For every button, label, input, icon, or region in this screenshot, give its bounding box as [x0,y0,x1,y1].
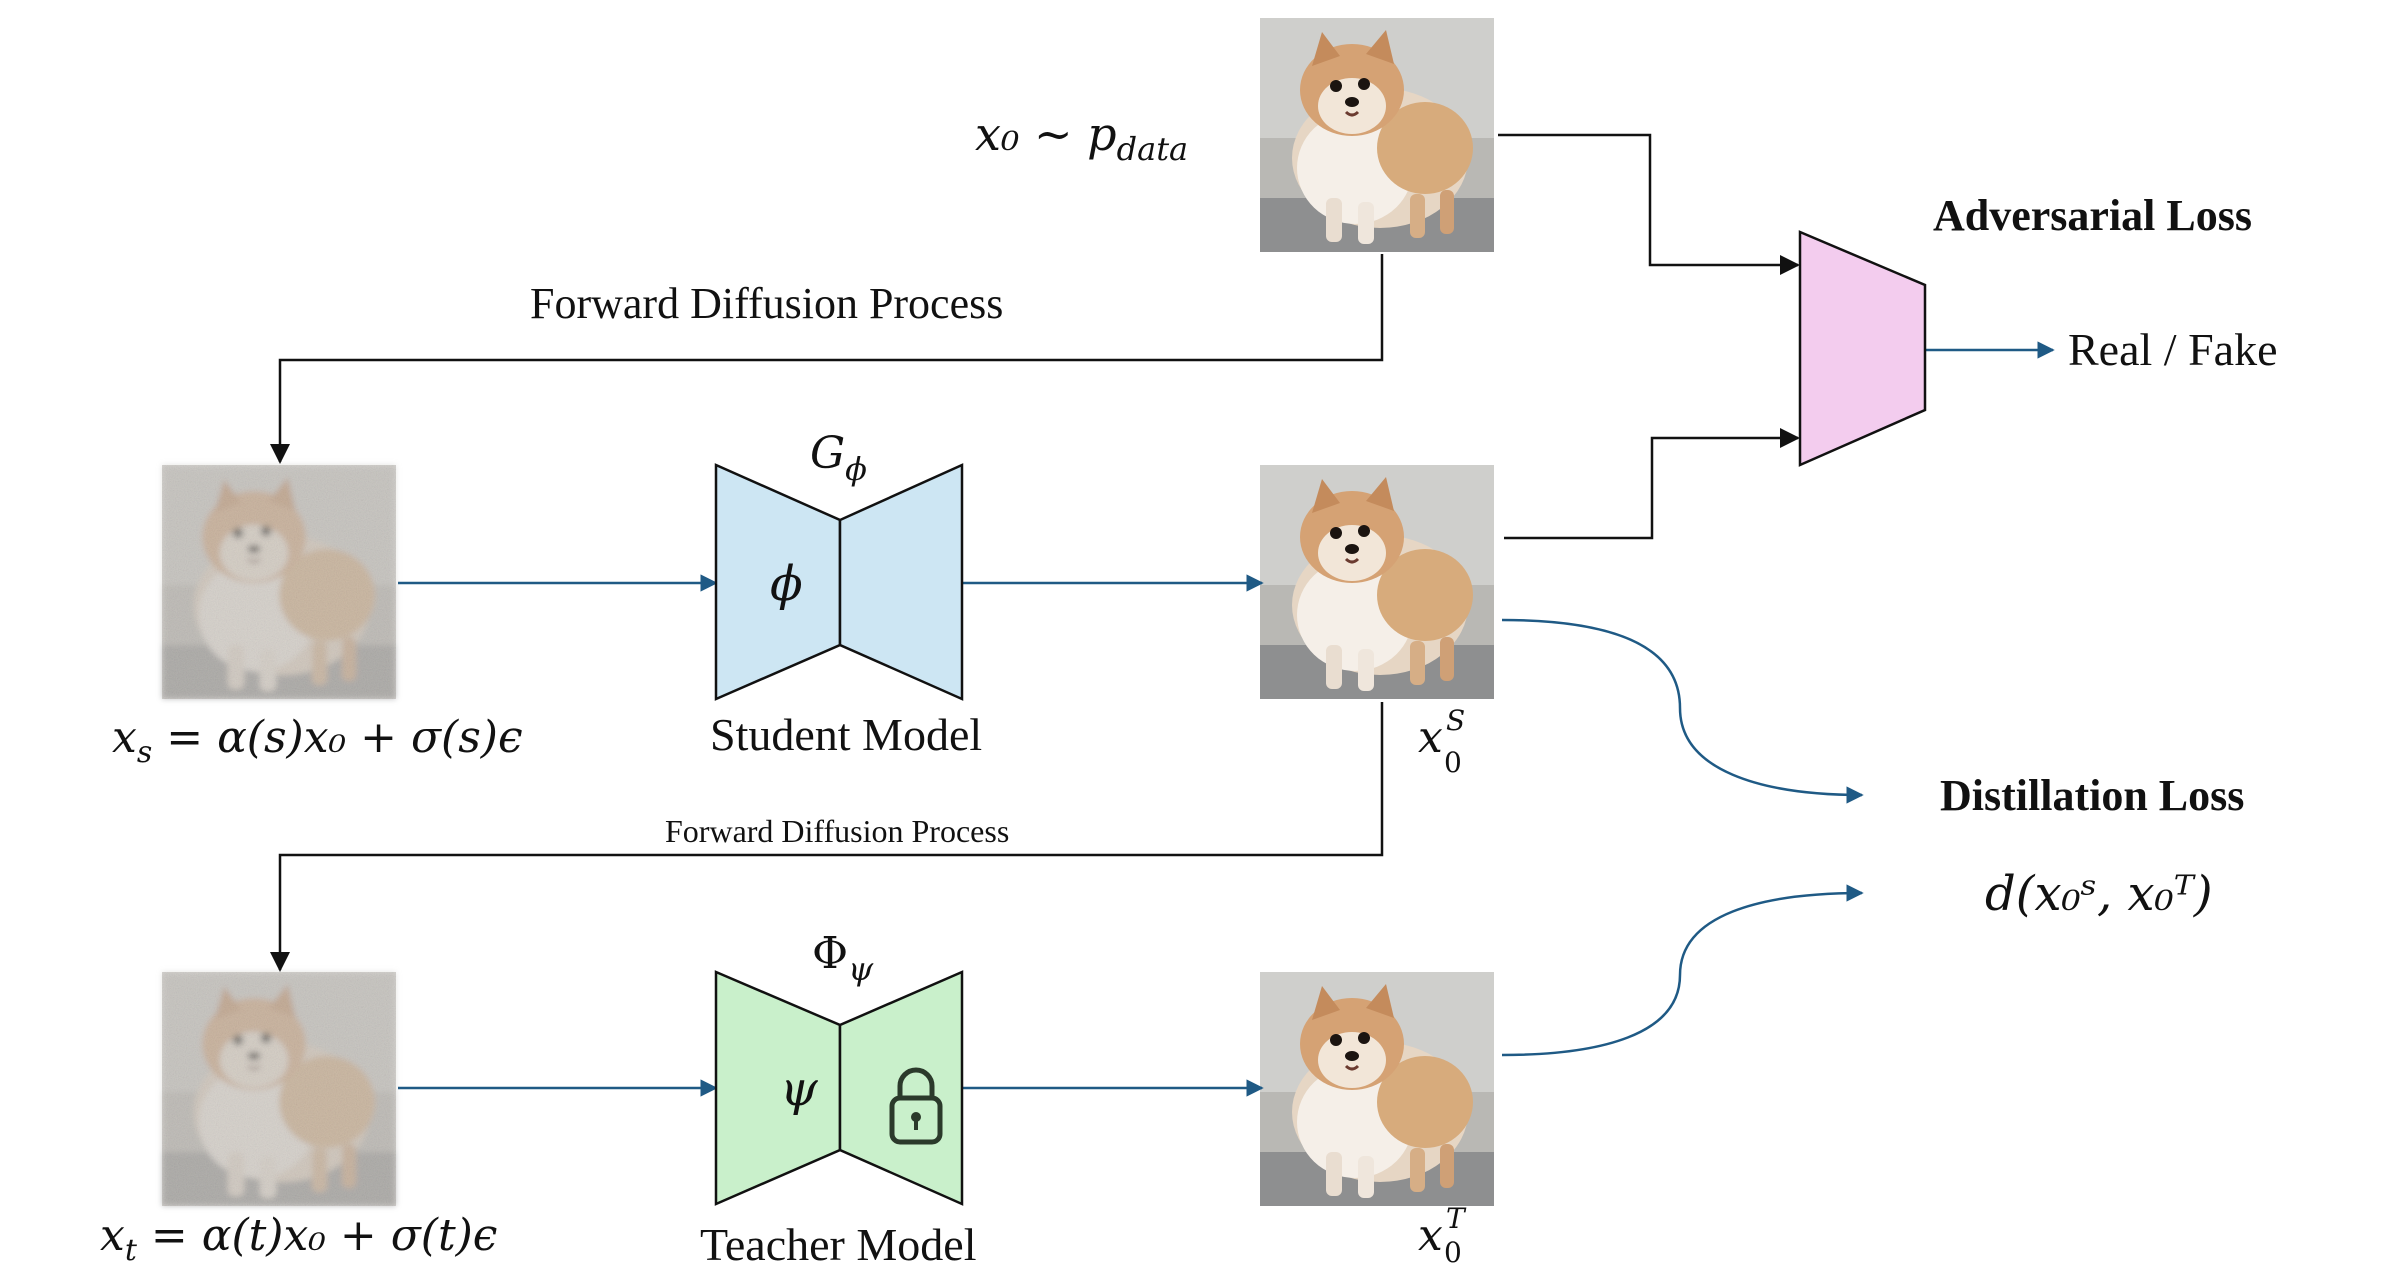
student-model-block [714,463,964,701]
student-to-distillation-curve [1501,618,1864,804]
forward-diffusion-label-bottom: Forward Diffusion Process [665,813,1009,849]
forward-diffusion-connector-bottom [270,702,1384,972]
teacher-model-block [714,970,964,1206]
student-param: ϕ [770,556,803,612]
real-to-discriminator-connector [1498,133,1800,275]
xt-equation: xt = α(t)x₀ + σ(t)ϵ [100,1210,497,1264]
image-teacher-output-x0t [1258,970,1496,1208]
x0t-sup: T [1446,1202,1467,1235]
x0t-label: x [1418,1210,1443,1261]
image-student-output-x0s [1258,463,1496,701]
x0-data-label: x₀ ~ pdata [975,107,1188,168]
distillation-loss-title: Distillation Loss [1940,771,2244,820]
teacher-model-label: Teacher Model [700,1219,976,1264]
real-fake-label: Real / Fake [2068,324,2278,375]
teacher-symbol: Φψ [812,928,874,988]
x0s-sup: S [1446,704,1465,737]
image-noisy-xt [160,970,398,1208]
forward-diffusion-connector-top [270,254,1384,464]
x0s-sub: 0 [1444,746,1462,779]
image-noisy-xs [160,463,398,701]
forward-diffusion-label-top: Forward Diffusion Process [530,279,1003,328]
student-model-label: Student Model [710,709,982,760]
fake-to-discriminator-connector [1504,428,1800,540]
adversarial-loss-title: Adversarial Loss [1933,191,2252,240]
distillation-formula: d(x₀ˢ, x₀ᵀ) [1985,866,2213,922]
teacher-param: ψ [780,1061,819,1117]
xs-equation: xs = α(s)x₀ + σ(s)ϵ [112,712,523,770]
teacher-to-distillation-curve [1501,884,1864,1057]
student-symbol: Gϕ [810,428,867,488]
lock-icon [889,1067,943,1145]
x0t-sub: 0 [1444,1236,1462,1264]
image-real-x0 [1258,16,1496,254]
discriminator-block [1798,230,1927,467]
x0s-label: x [1418,712,1443,763]
